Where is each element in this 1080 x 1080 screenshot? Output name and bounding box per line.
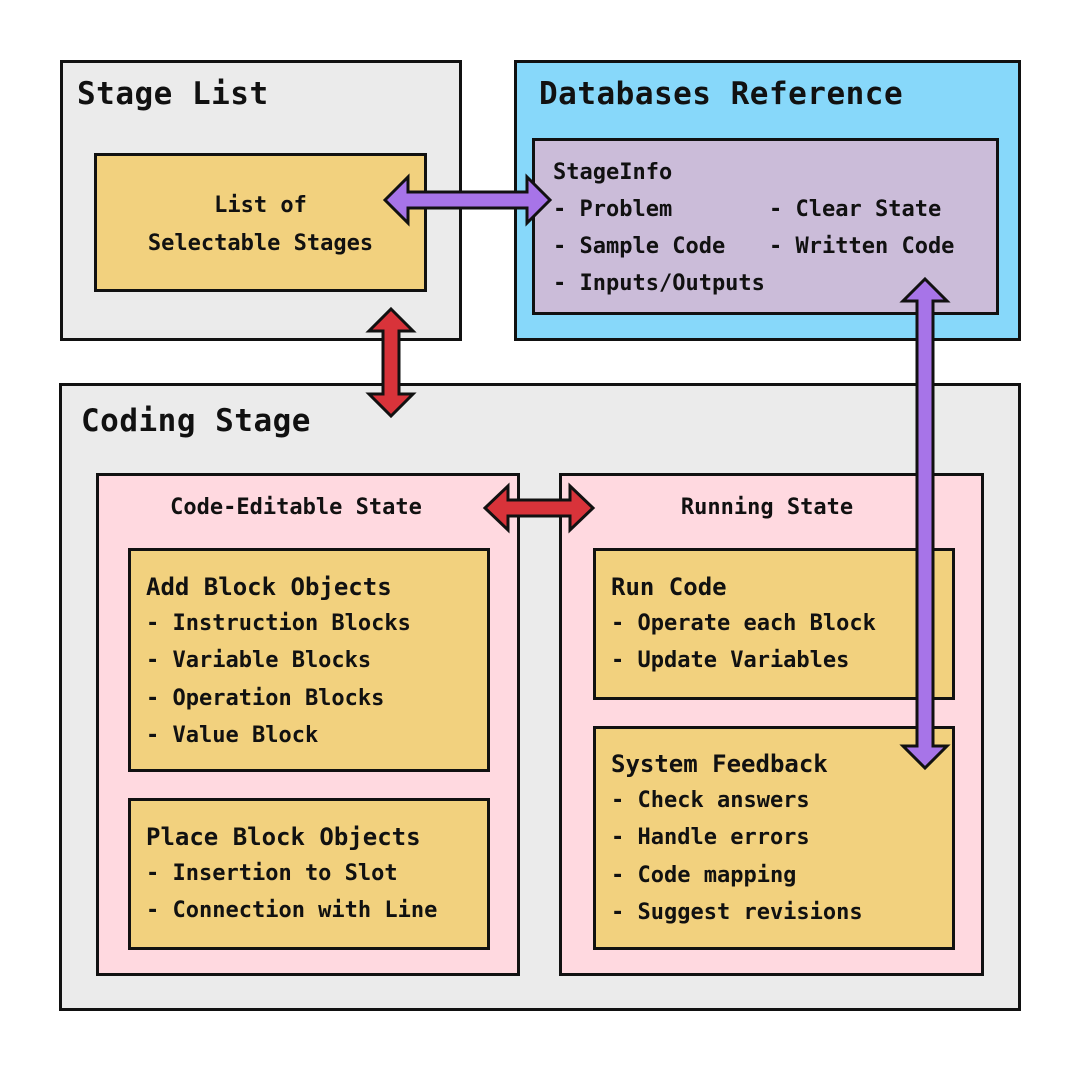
- code-editable-state-title: Code-Editable State: [170, 495, 422, 520]
- stageinfo-item-problem: - Problem: [553, 197, 673, 222]
- add-block-objects-title: Add Block Objects: [146, 573, 392, 601]
- selectable-stages-line1: List of: [214, 193, 307, 218]
- running-state-title: Running State: [680, 495, 854, 520]
- stageinfo-title: StageInfo: [553, 160, 673, 185]
- place-item-connection-with-line: - Connection with Line: [146, 898, 438, 923]
- stageinfo-item-inputs-outputs: - Inputs/Outputs: [553, 271, 765, 296]
- feedback-item-suggest-revisions: - Suggest revisions: [611, 900, 863, 925]
- selectable-stages-box: [94, 153, 427, 292]
- place-block-objects-box: [128, 798, 490, 950]
- selectable-stages-line2: Selectable Stages: [147, 231, 374, 256]
- run-item-update-variables: - Update Variables: [611, 648, 850, 673]
- stage-list-title: Stage List: [77, 76, 269, 112]
- feedback-item-code-mapping: - Code mapping: [611, 863, 797, 888]
- stages-stageinfo-arrow: [382, 173, 553, 227]
- feedback-item-check-answers: - Check answers: [611, 788, 810, 813]
- add-item-variable-blocks: - Variable Blocks: [146, 648, 372, 673]
- system-feedback-box: [593, 726, 955, 950]
- add-item-operation-blocks: - Operation Blocks: [146, 686, 385, 711]
- coding-stage-title: Coding Stage: [81, 403, 311, 439]
- databases-reference-title: Databases Reference: [539, 76, 904, 112]
- place-block-objects-title: Place Block Objects: [146, 823, 421, 851]
- system-feedback-title: System Feedback: [611, 750, 828, 778]
- stageinfo-item-sample-code: - Sample Code: [553, 234, 726, 259]
- add-item-instruction-blocks: - Instruction Blocks: [146, 611, 411, 636]
- place-item-insertion-to-slot: - Insertion to Slot: [146, 861, 398, 886]
- run-code-title: Run Code: [611, 573, 727, 601]
- editable-running-arrow: [482, 482, 596, 534]
- feedback-item-handle-errors: - Handle errors: [611, 825, 810, 850]
- add-item-value-block: - Value Block: [146, 723, 319, 748]
- stageinfo-item-written-code: - Written Code: [769, 234, 955, 259]
- run-code-box: [593, 548, 955, 700]
- stageinfo-item-clear-state: - Clear State: [769, 197, 942, 222]
- add-block-objects-box: [128, 548, 490, 772]
- run-item-operate-each-block: - Operate each Block: [611, 611, 876, 636]
- stageinfo-feedback-arrow: [899, 276, 951, 771]
- stage-list-coding-stage-arrow: [365, 306, 417, 419]
